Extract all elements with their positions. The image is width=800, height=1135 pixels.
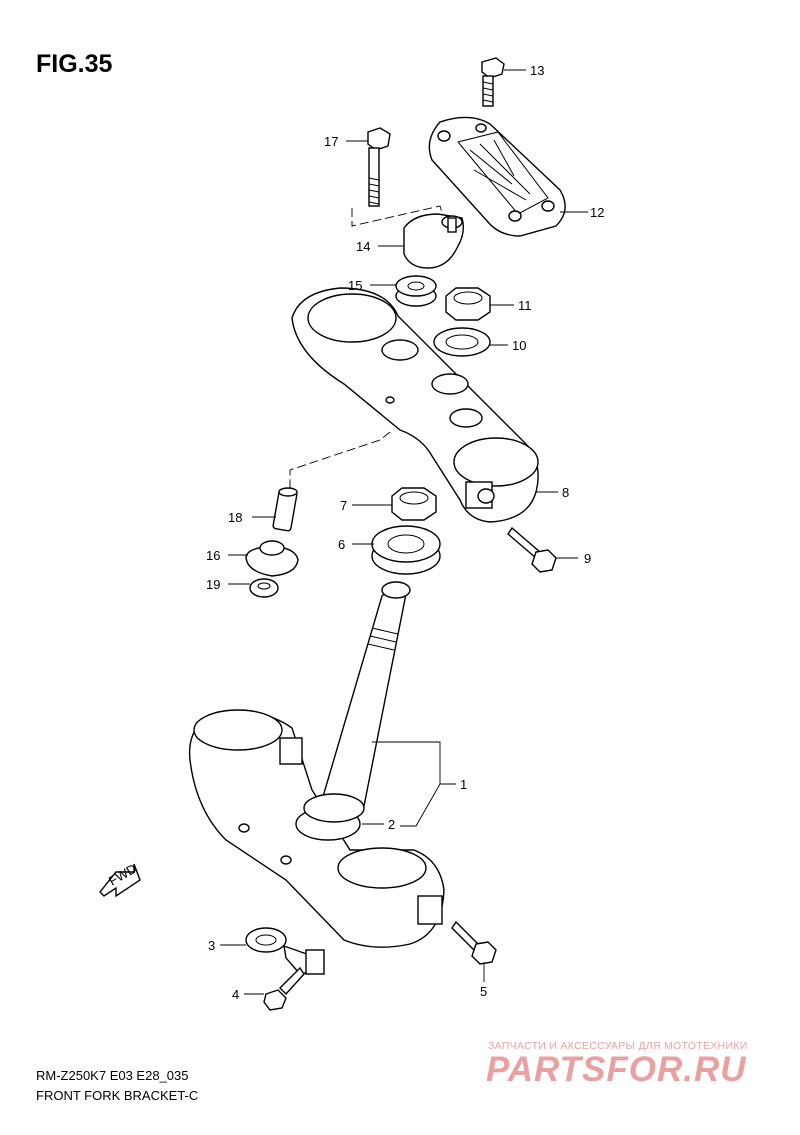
model-code: RM-Z250K7 E03 E28_035 [36, 1068, 189, 1083]
part-4-bolt [263, 966, 305, 1011]
callout-19: 19 [206, 577, 220, 592]
part-12-handlebar-clamp [428, 116, 566, 237]
callout-18: 18 [228, 510, 242, 525]
callout-7: 7 [340, 498, 347, 513]
callout-9: 9 [584, 551, 591, 566]
part-19-nut [249, 578, 279, 598]
watermark-subtitle: ЗАПЧАСТИ И АКСЕССУАРЫ ДЛЯ МОТОТЕХНИКИ [488, 1040, 748, 1052]
callout-5: 5 [480, 984, 487, 999]
part-8-upper-bracket [291, 287, 539, 523]
diagram-description: FRONT FORK BRACKET-C [36, 1088, 199, 1103]
callout-3: 3 [208, 938, 215, 953]
part-6-bearing [371, 525, 441, 575]
part-10-washer [433, 327, 491, 357]
watermark-brand: PARTSFOR.RU [486, 1050, 747, 1089]
callout-6: 6 [338, 537, 345, 552]
part-17-bolt [367, 127, 391, 207]
part-15-cushion [395, 275, 437, 307]
part-1-steering-stem [188, 581, 445, 948]
callout-15: 15 [348, 278, 362, 293]
callout-4: 4 [232, 987, 239, 1002]
part-7-nut [391, 487, 437, 521]
callout-16: 16 [206, 548, 220, 563]
figure-title: FIG.35 [36, 50, 113, 78]
part-5-bolt [451, 920, 497, 965]
part-18-collar [272, 487, 298, 532]
callout-12: 12 [590, 205, 604, 220]
part-3-hose-guide [245, 927, 325, 975]
callout-1: 1 [460, 777, 467, 792]
callout-2: 2 [388, 817, 395, 832]
callout-8: 8 [562, 485, 569, 500]
callout-11: 11 [518, 298, 532, 313]
part-13-bolt [481, 57, 505, 107]
callout-14: 14 [356, 239, 370, 254]
part-16-grommet [245, 540, 299, 577]
callout-13: 13 [530, 63, 544, 78]
part-14-holder [403, 213, 465, 269]
part-11-nut [445, 287, 491, 321]
fwd-arrow: FWD [99, 861, 141, 898]
callout-17: 17 [324, 134, 338, 149]
part-9-bolt [507, 526, 557, 573]
callout-10: 10 [512, 338, 526, 353]
